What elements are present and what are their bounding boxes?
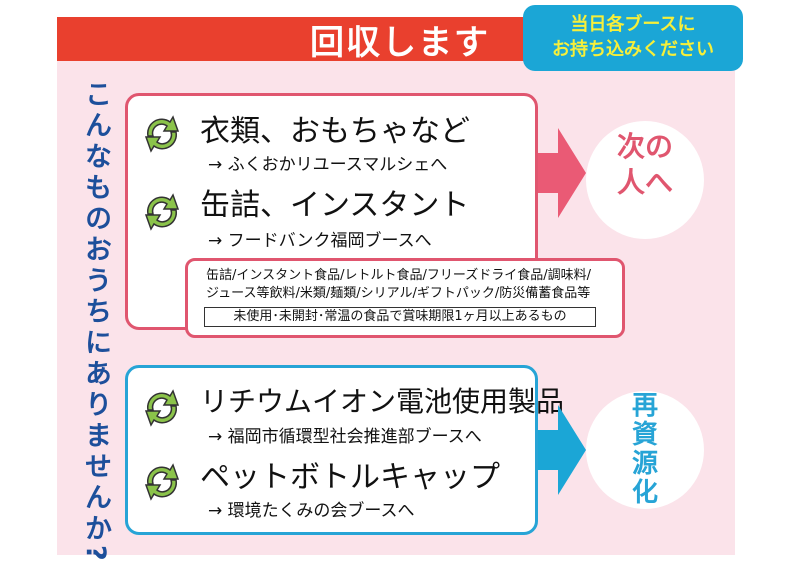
- arrow-right-icon: [538, 128, 586, 218]
- result-line-1: 次の: [616, 130, 673, 163]
- recycle-icon: [145, 464, 179, 500]
- recycle-icon: [145, 116, 179, 152]
- item-label: リチウムイオン電池使用製品: [200, 385, 565, 418]
- result-char: 再: [631, 391, 658, 421]
- recycle-icon: [145, 390, 179, 426]
- item-label: 缶詰、インスタント: [200, 188, 470, 223]
- item-destination: → 環境たくみの会ブースへ: [208, 501, 415, 521]
- next-person-circle: 次の 人へ: [586, 121, 704, 239]
- item-destination: → フードバンク福岡ブースへ: [208, 231, 432, 251]
- badge-line-2: お持ち込みください: [552, 39, 714, 60]
- bring-in-badge: 当日各ブースに お持ち込みください: [523, 5, 743, 71]
- result-char: 源: [631, 449, 658, 479]
- result-line-2: 人へ: [616, 166, 673, 199]
- item-label: ペットボトルキャップ: [200, 460, 500, 495]
- food-detail-box: 缶詰/インスタント食品/レトルト食品/フリーズドライ食品/調味料/ ジュース等飲…: [185, 258, 625, 338]
- recycle-circle: 再 資 源 化: [586, 391, 704, 509]
- condition-note: 未使用･未開封･常温の食品で賞味期限1ヶ月以上あるもの: [204, 307, 596, 327]
- recycling-box: リチウムイオン電池使用製品 → 福岡市循環型社会推進部ブースへ ペットボトルキャ…: [125, 365, 564, 535]
- page-title: 回収します: [310, 23, 490, 63]
- side-question: こんなものおうちにありませんか?: [80, 80, 111, 565]
- result-char: 化: [631, 478, 658, 508]
- item-destination: → ふくおかリユースマルシェへ: [208, 155, 448, 175]
- recycle-icon: [145, 194, 179, 230]
- arrow-right-icon: [538, 405, 586, 495]
- detail-line-2: ジュース等飲料/米類/麺類/シリアル/ギフトパック/防災備蓄食品等: [206, 286, 591, 301]
- detail-line-1: 缶詰/インスタント食品/レトルト食品/フリーズドライ食品/調味料/: [206, 268, 591, 283]
- item-label: 衣類、おもちゃなど: [200, 114, 470, 149]
- badge-line-1: 当日各ブースに: [570, 14, 696, 35]
- result-char: 資: [631, 420, 658, 450]
- item-destination: → 福岡市循環型社会推進部ブースへ: [208, 427, 482, 447]
